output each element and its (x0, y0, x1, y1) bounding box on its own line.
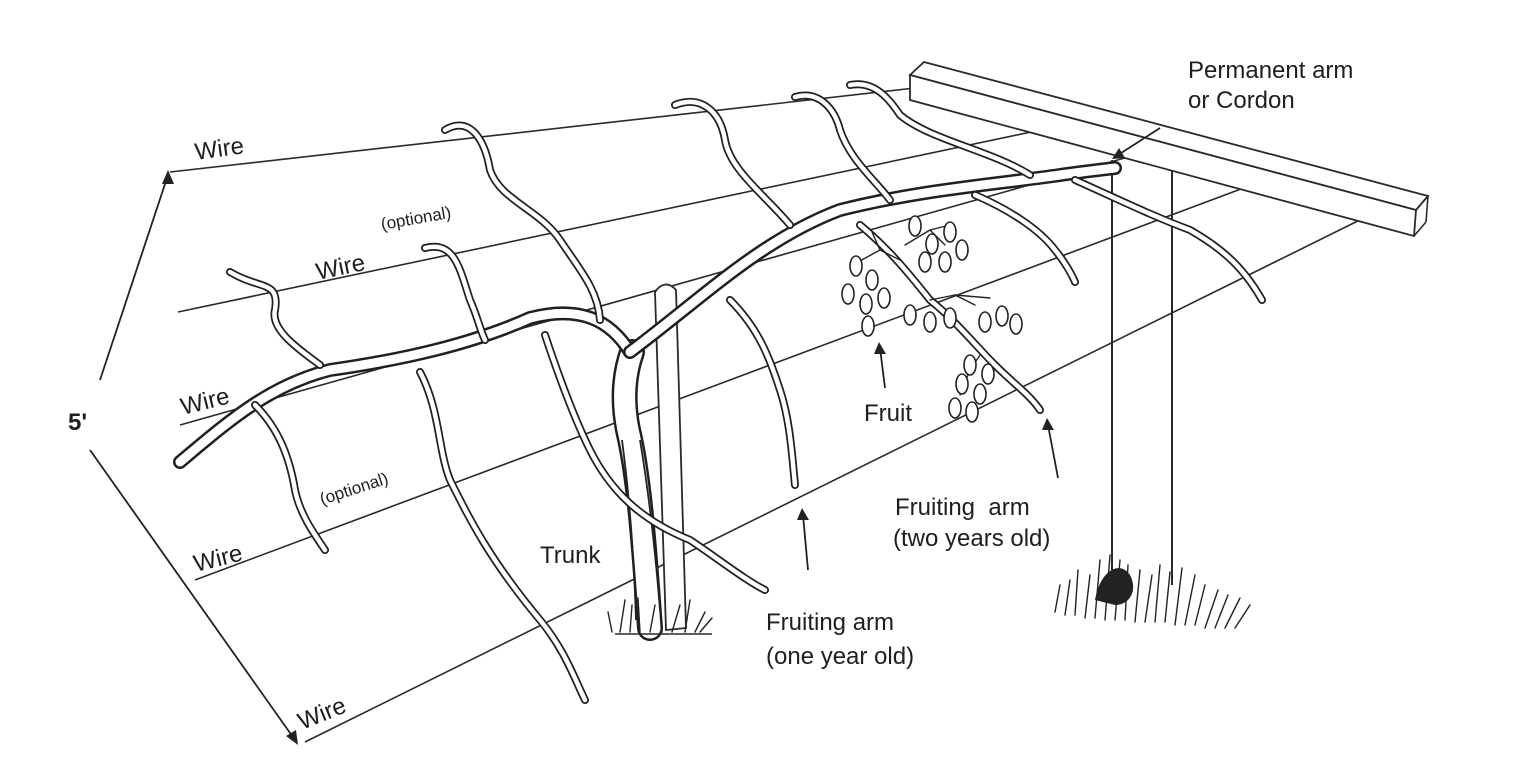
label-height: 5' (68, 409, 87, 436)
label-fruit: Fruit (864, 400, 912, 427)
wire-second (177, 127, 1051, 313)
diagram-labels: Wire (optional) Wire Wire 5' (optional) … (68, 57, 1353, 736)
height-arrow-up (99, 174, 169, 381)
label-optional-lower: (optional) (317, 469, 390, 509)
wire-fourth (194, 179, 1266, 581)
cross-arm (908, 61, 1430, 238)
vine-shoots (226, 80, 1266, 704)
label-optional-upper: (optional) (379, 203, 452, 234)
grass-right (1054, 554, 1251, 629)
label-fruiting-two-2: (two years old) (893, 525, 1050, 552)
label-fruiting-one-2: (one year old) (766, 643, 914, 670)
label-arrows (89, 127, 1161, 745)
label-wire-second: Wire (314, 249, 368, 286)
central-post (654, 283, 687, 631)
end-posts (1111, 160, 1173, 585)
wire-bottom (304, 209, 1381, 743)
label-trunk: Trunk (540, 542, 601, 569)
label-permanent-arm-1: Permanent arm (1188, 57, 1353, 84)
vine-trunk (611, 339, 663, 641)
label-wire-bottom: Wire (294, 692, 350, 736)
fruit-clusters (841, 215, 1023, 423)
label-wire-fourth: Wire (191, 540, 245, 578)
height-arrow-down (89, 449, 296, 741)
label-fruiting-two-1: Fruiting arm (895, 494, 1030, 521)
label-fruiting-one-1: Fruiting arm (766, 609, 894, 636)
grass-center (607, 597, 713, 635)
label-wire-top: Wire (193, 132, 246, 166)
wire-top (169, 87, 916, 173)
label-permanent-arm-2: or Cordon (1188, 87, 1295, 114)
label-wire-middle: Wire (178, 383, 232, 421)
